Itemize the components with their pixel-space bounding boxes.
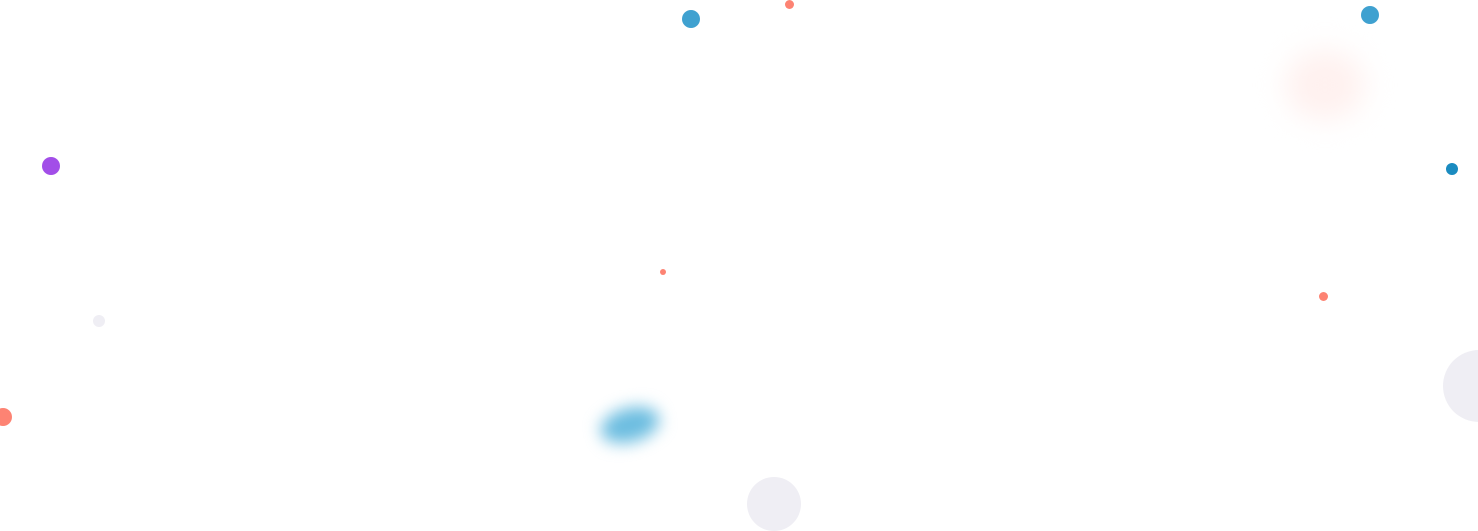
blurred-pink-blob xyxy=(1285,50,1365,120)
gray-circle xyxy=(1443,350,1478,422)
blue-dot xyxy=(682,10,700,28)
coral-dot xyxy=(0,408,12,426)
coral-dot xyxy=(785,0,794,9)
gray-dot xyxy=(93,315,105,327)
coral-dot xyxy=(1319,292,1328,301)
blurred-blue-blob xyxy=(596,400,664,450)
dark-blue-dot xyxy=(1446,163,1458,175)
blue-dot xyxy=(1361,6,1379,24)
gray-circle xyxy=(747,477,801,531)
coral-dot xyxy=(660,269,666,275)
purple-dot xyxy=(42,157,60,175)
